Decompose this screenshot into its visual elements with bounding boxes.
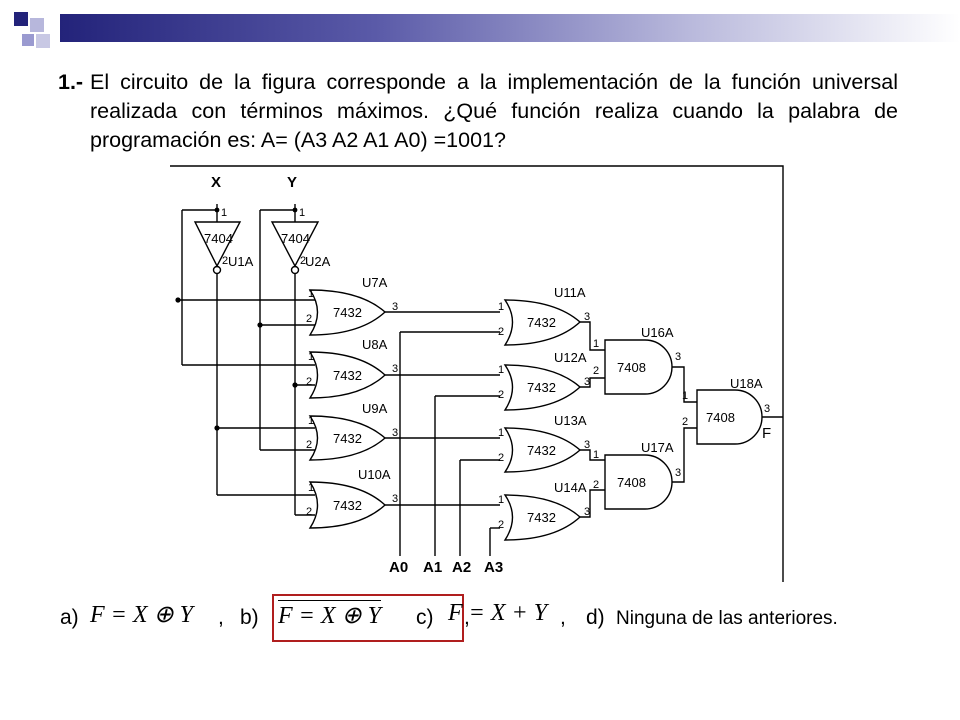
- u18a-ref: U18A: [730, 376, 763, 391]
- selected-answer-box: [272, 594, 464, 642]
- svg-text:3: 3: [675, 467, 681, 479]
- svg-text:3: 3: [584, 439, 590, 451]
- header-square-pale: [36, 34, 50, 48]
- svg-text:3: 3: [392, 363, 398, 375]
- question-number: 1.-: [58, 70, 84, 94]
- svg-text:1: 1: [498, 301, 504, 313]
- svg-text:1: 1: [498, 494, 504, 506]
- svg-text:1: 1: [308, 415, 314, 427]
- header-gradient-bar: [60, 14, 960, 42]
- svg-text:2: 2: [498, 326, 504, 338]
- svg-text:2: 2: [593, 479, 599, 491]
- u18a-chip: 7408: [706, 410, 735, 425]
- svg-text:2: 2: [306, 376, 312, 388]
- answer-b-separator: ,: [464, 606, 470, 629]
- header-square-dark: [14, 12, 28, 26]
- u1a-chip: 7404: [204, 231, 233, 246]
- svg-text:2: 2: [498, 389, 504, 401]
- svg-text:2: 2: [498, 519, 504, 531]
- svg-text:3: 3: [584, 311, 590, 323]
- output-f-label: F: [762, 425, 771, 442]
- u9a-ref: U9A: [362, 401, 388, 416]
- svg-text:1: 1: [221, 207, 227, 219]
- svg-text:1: 1: [299, 207, 305, 219]
- svg-text:1: 1: [498, 364, 504, 376]
- svg-text:1: 1: [308, 288, 314, 300]
- svg-text:1: 1: [593, 338, 599, 350]
- u17a-chip: 7408: [617, 475, 646, 490]
- answer-b-formula: F = X ⊕ Y: [278, 600, 381, 630]
- svg-text:1: 1: [682, 390, 688, 402]
- answer-b-label[interactable]: b): [240, 606, 259, 629]
- svg-text:2: 2: [306, 313, 312, 325]
- svg-text:3: 3: [392, 301, 398, 313]
- header-square-mid: [22, 34, 34, 46]
- svg-text:1: 1: [593, 449, 599, 461]
- svg-text:1: 1: [498, 427, 504, 439]
- u2a-chip: 7404: [281, 231, 310, 246]
- u12a-ref: U12A: [554, 350, 587, 365]
- answer-a-separator: ,: [218, 606, 224, 629]
- svg-text:2: 2: [300, 255, 306, 267]
- answer-a-label[interactable]: a): [60, 606, 79, 629]
- u14a-ref: U14A: [554, 480, 587, 495]
- svg-text:2: 2: [306, 439, 312, 451]
- u1a-ref: U1A: [228, 254, 254, 269]
- u13a-ref: U13A: [554, 413, 587, 428]
- input-y-label: Y: [287, 174, 297, 191]
- u11a-ref: U11A: [554, 285, 586, 300]
- svg-text:1: 1: [308, 482, 314, 494]
- a2-label: A2: [452, 559, 471, 576]
- u13a-chip: 7432: [527, 443, 556, 458]
- svg-text:3: 3: [392, 493, 398, 505]
- svg-text:2: 2: [593, 365, 599, 377]
- svg-text:3: 3: [584, 376, 590, 388]
- question-block: 1.- El circuito de la figura corresponde…: [58, 68, 898, 155]
- svg-text:3: 3: [764, 403, 770, 415]
- u12a-chip: 7432: [527, 380, 556, 395]
- answer-c-separator: ,: [560, 606, 566, 629]
- svg-text:3: 3: [392, 427, 398, 439]
- question-text: El circuito de la figura corresponde a l…: [90, 70, 898, 152]
- a1-label: A1: [423, 559, 442, 576]
- u8a-ref: U8A: [362, 337, 388, 352]
- answer-d-label[interactable]: d): [586, 606, 605, 629]
- u16a-ref: U16A: [641, 325, 674, 340]
- answer-c-label[interactable]: c): [416, 606, 434, 629]
- svg-text:3: 3: [675, 351, 681, 363]
- u14a-chip: 7432: [527, 510, 556, 525]
- svg-text:2: 2: [222, 255, 228, 267]
- u17a-ref: U17A: [641, 440, 674, 455]
- svg-text:2: 2: [682, 416, 688, 428]
- svg-text:3: 3: [584, 506, 590, 518]
- u9a-chip: 7432: [333, 431, 362, 446]
- answer-d-text: Ninguna de las anteriores.: [616, 608, 838, 629]
- answer-c-formula: F = X + Y: [448, 600, 548, 626]
- input-x-label: X: [211, 174, 221, 191]
- u8a-chip: 7432: [333, 368, 362, 383]
- u7a-chip: 7432: [333, 305, 362, 320]
- u7a-ref: U7A: [362, 275, 388, 290]
- answer-b-formula-text: F = X ⊕ Y: [278, 600, 381, 630]
- answer-a-formula: F = X ⊕ Y: [90, 602, 193, 628]
- u16a-chip: 7408: [617, 360, 646, 375]
- svg-text:2: 2: [306, 506, 312, 518]
- u10a-ref: U10A: [358, 467, 391, 482]
- a3-label: A3: [484, 559, 503, 576]
- answer-options: a) F = X ⊕ Y , b) F = X ⊕ Y , c) F = X +…: [60, 594, 940, 642]
- svg-text:1: 1: [308, 351, 314, 363]
- header-square-light: [30, 18, 44, 32]
- a0-label: A0: [389, 559, 408, 576]
- u10a-chip: 7432: [333, 498, 362, 513]
- u2a-ref: U2A: [305, 254, 331, 269]
- svg-text:2: 2: [498, 452, 504, 464]
- u11a-chip: 7432: [527, 315, 556, 330]
